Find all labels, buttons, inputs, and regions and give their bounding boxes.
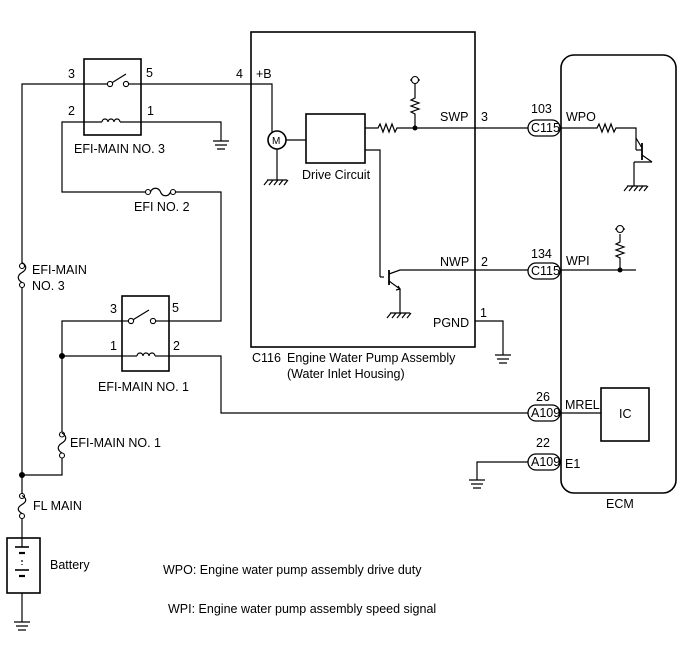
relay1-pin-2: 2	[173, 339, 180, 353]
ecm-box	[560, 54, 677, 494]
connector-c115-wpi	[527, 262, 561, 280]
ecm-pin-num: 22	[536, 436, 550, 450]
ecm-ic-label: IC	[619, 407, 632, 421]
fuse-efi-main-no-3-label-1: EFI-MAIN	[32, 263, 87, 277]
pump-pin-nwp-num: 2	[481, 255, 488, 269]
wire	[141, 83, 273, 134]
connector-label: A109	[531, 455, 560, 469]
pump-pin-pgnd: PGND	[433, 316, 469, 330]
relay3-pin-1: 1	[147, 104, 154, 118]
wire	[61, 320, 122, 357]
relay1-label: EFI-MAIN NO. 1	[98, 380, 189, 394]
pump-pin-swp-num: 3	[481, 110, 488, 124]
pump-pin-pgnd-num: 1	[480, 306, 487, 320]
connector-label: C115	[531, 121, 560, 135]
fuse-efi-no-2-label: EFI NO. 2	[134, 200, 190, 214]
battery-icon	[6, 537, 41, 594]
pump-pin-b: +B	[256, 67, 272, 81]
ground-symbol	[475, 320, 511, 364]
ground-symbol	[14, 593, 30, 631]
pump-connector: C116	[252, 351, 281, 365]
relay-efi-main-no-1	[121, 295, 170, 372]
legend-wpi: WPI: Engine water pump assembly speed si…	[168, 602, 436, 616]
ecm-pin-name: WPI	[566, 254, 590, 268]
relay3-label: EFI-MAIN NO. 3	[74, 142, 165, 156]
pump-subtitle: (Water Inlet Housing)	[287, 367, 405, 381]
battery-label: Battery	[50, 558, 90, 572]
legend-wpo: WPO: Engine water pump assembly drive du…	[163, 563, 422, 577]
ecm-pin-num: 103	[531, 102, 552, 116]
wire	[61, 121, 145, 193]
ground-symbol	[469, 461, 528, 489]
motor-label: M	[272, 136, 280, 147]
fuse-fl-main-label: FL MAIN	[33, 499, 82, 513]
fuse-efi-main-no-1-label: EFI-MAIN NO. 1	[70, 436, 161, 450]
relay3-pin-3: 3	[68, 67, 75, 81]
ecm-pin-num: 134	[531, 247, 552, 261]
pump-pin-b-num: 4	[236, 67, 243, 81]
relay1-pin-1: 1	[110, 339, 117, 353]
drive-circuit-box	[305, 113, 366, 164]
relay1-pin-5: 5	[172, 301, 179, 315]
fuse-efi-main-no-3-icon	[18, 262, 26, 270]
ecm-label: ECM	[606, 497, 634, 511]
ecm-pin-name: WPO	[566, 110, 596, 124]
connector-label: A109	[531, 406, 560, 420]
pump-pin-swp: SWP	[440, 110, 468, 124]
relay3-pin-5: 5	[146, 66, 153, 80]
wpo-transistor-icon	[623, 162, 649, 192]
drive-circuit-label: Drive Circuit	[302, 168, 371, 182]
relay3-pin-2: 2	[68, 104, 75, 118]
ecm-pin-name: E1	[565, 457, 580, 471]
junction-dot	[19, 472, 25, 478]
relay-efi-main-no-3	[83, 58, 142, 136]
ecm-ic-box	[600, 387, 650, 442]
wire	[169, 191, 222, 322]
pump-pin-nwp: NWP	[440, 255, 469, 269]
pump-title: Engine Water Pump Assembly	[287, 351, 456, 365]
ecm-pin-name: MREL	[565, 398, 600, 412]
fuse-efi-no-2-icon	[144, 188, 152, 196]
connector-label: C115	[531, 264, 560, 278]
pump-assembly-box	[250, 31, 476, 348]
ground-symbol	[141, 121, 229, 150]
ground-symbol	[386, 312, 412, 319]
wire	[21, 83, 84, 263]
wire	[169, 355, 528, 414]
relay1-pin-3: 3	[110, 302, 117, 316]
ecm-pin-num: 26	[536, 390, 550, 404]
fuse-efi-main-no-3-label-2: NO. 3	[32, 279, 65, 293]
